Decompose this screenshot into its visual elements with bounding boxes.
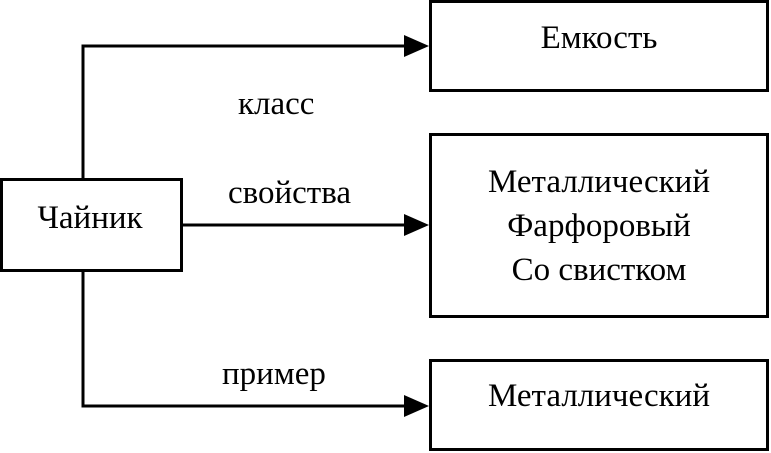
node-example: Металлический <box>429 359 769 451</box>
edge-label-class: класс <box>238 86 315 122</box>
arrowhead-example <box>404 395 429 417</box>
node-example-label: Металлический <box>488 378 710 414</box>
edge-line-example <box>81 272 406 408</box>
arrowhead-class <box>404 35 429 57</box>
property-item: Фарфоровый <box>507 207 691 244</box>
edge-label-example: пример <box>222 356 326 392</box>
node-main-label: Чайник <box>37 200 143 236</box>
property-item: Со свистком <box>511 251 687 288</box>
node-class: Емкость <box>429 0 769 92</box>
node-properties: Металлический Фарфоровый Со свистком <box>429 133 769 318</box>
arrowhead-properties <box>404 214 429 236</box>
node-class-label: Емкость <box>540 20 658 56</box>
edge-line-class <box>81 44 406 178</box>
node-main: Чайник <box>0 178 183 272</box>
edge-label-properties: свойства <box>228 175 352 211</box>
property-item: Металлический <box>488 163 710 200</box>
